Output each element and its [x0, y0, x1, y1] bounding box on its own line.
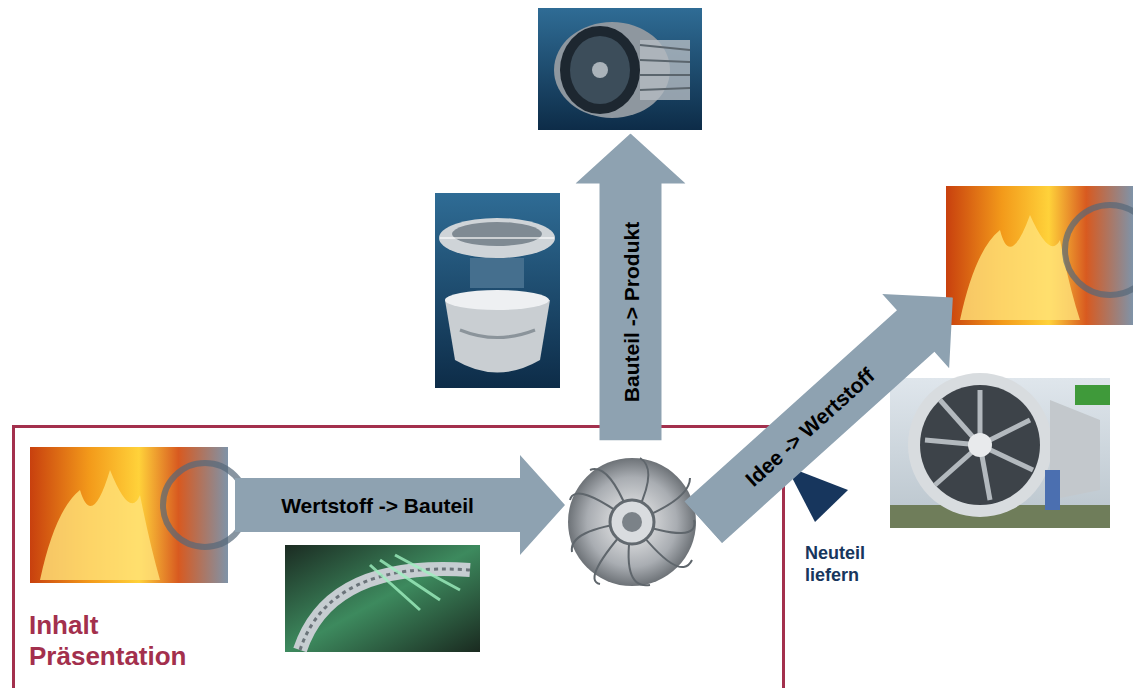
- arrow-label: Bauteil -> Produkt: [620, 222, 641, 402]
- component-photo: [452, 222, 542, 246]
- fire-photo: [30, 447, 247, 583]
- aircraft-engine-photo: [908, 373, 1052, 517]
- fire-photo: [163, 463, 247, 547]
- aircraft-engine-photo: [890, 373, 1110, 528]
- aircraft-engine-photo: [920, 385, 1040, 505]
- component-photo: [435, 193, 560, 388]
- component-photo: [439, 218, 555, 258]
- fire-photo: [946, 186, 1133, 325]
- frame-heading: Inhalt Präsentation: [29, 610, 244, 672]
- component-photo: [470, 258, 524, 288]
- component-photo: [445, 290, 549, 310]
- engine-photo: [560, 26, 640, 114]
- content-frame: Inhalt Präsentation Wertstoff -> Bauteil: [12, 425, 785, 688]
- engine-photo: [592, 62, 608, 78]
- arrow-label: Idee -> Wertstoff: [741, 364, 877, 490]
- callout-label: Neuteil liefern: [805, 543, 905, 586]
- arrow-body: [575, 134, 685, 441]
- process-arrow: Idee -> Wertstoff: [670, 260, 987, 559]
- engine-photo: [570, 36, 630, 104]
- machining-photo: [370, 555, 460, 610]
- fire-photo: [960, 215, 1080, 320]
- engine-photo: [538, 8, 702, 130]
- aircraft-engine-photo: [925, 390, 1033, 500]
- engine-photo: [538, 8, 702, 130]
- aircraft-engine-photo: [968, 433, 992, 457]
- engine-photo: [640, 40, 690, 100]
- blisk-part: [570, 458, 694, 585]
- fire-photo: [40, 470, 160, 580]
- aircraft-engine-photo: [1075, 385, 1110, 405]
- process-arrow: Bauteil -> Produkt: [575, 134, 685, 441]
- aircraft-engine-photo: [1045, 470, 1060, 510]
- blisk-part: [610, 500, 654, 544]
- process-arrow: Wertstoff -> Bauteil: [235, 455, 565, 555]
- blisk-part: [568, 458, 696, 586]
- component-photo: [440, 237, 554, 239]
- arrow-body: [670, 260, 987, 559]
- blisk-part: [622, 512, 642, 532]
- machining-photo: [285, 545, 480, 652]
- engine-photo: [640, 45, 690, 90]
- fire-photo: [1065, 205, 1133, 295]
- arrow-label: Wertstoff -> Bauteil: [281, 495, 474, 516]
- blisk-part: [568, 458, 696, 586]
- component-photo: [460, 330, 535, 338]
- fire-photo: [30, 447, 228, 583]
- arrow-body: [235, 455, 565, 555]
- machining-photo: [285, 545, 480, 652]
- component-photo: [435, 193, 560, 388]
